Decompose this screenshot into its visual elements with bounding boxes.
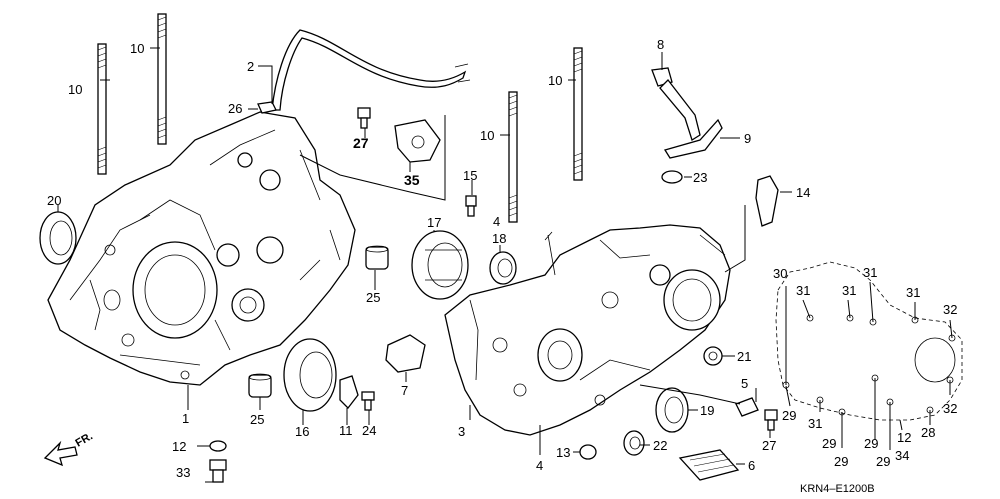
label-1: 1: [182, 411, 189, 426]
label-31-b: 31: [842, 283, 856, 298]
label-22: 22: [653, 438, 667, 453]
label-26: 26: [228, 101, 242, 116]
label-12-right: 12: [897, 430, 911, 445]
reference-numbers: 1 2 3 4 4 5 6 7 8 9 10 10 10 10 11 12 12…: [47, 37, 957, 495]
label-11: 11: [339, 423, 353, 438]
label-27-upper: 27: [353, 135, 369, 151]
bolt-15: [465, 195, 477, 217]
label-13: 13: [556, 445, 570, 460]
cover-7: [385, 334, 426, 373]
label-10-right-2: 10: [548, 73, 562, 88]
dowel-pin-25-lower: [248, 373, 272, 398]
label-18: 18: [492, 231, 506, 246]
bolt-27-upper: [357, 107, 371, 129]
label-31-c: 31: [863, 265, 877, 280]
label-29-a: 29: [782, 408, 796, 423]
label-33: 33: [176, 465, 190, 480]
washer-13: [579, 444, 597, 460]
label-27-lower: 27: [762, 438, 776, 453]
label-10-left-2: 10: [130, 41, 144, 56]
label-31-d: 31: [906, 285, 920, 300]
label-30: 30: [773, 266, 787, 281]
label-20: 20: [47, 193, 61, 208]
label-15: 15: [463, 168, 477, 183]
bracket-11: [339, 375, 359, 409]
label-32-lower: 32: [943, 401, 957, 416]
bolt-27-lower: [764, 409, 778, 431]
label-31-a: 31: [796, 283, 810, 298]
screen-6: [678, 449, 740, 481]
label-17: 17: [427, 215, 441, 230]
front-direction-arrow: FR.: [43, 430, 95, 467]
leader-lines: [57, 47, 953, 483]
label-4-lower: 4: [536, 458, 543, 473]
plate-5: [735, 397, 759, 417]
label-10-right-1: 10: [480, 128, 494, 143]
seal-18: [489, 251, 517, 285]
label-29-b: 29: [822, 436, 836, 451]
oil-seal-20: [39, 211, 77, 265]
label-29-e: 29: [876, 454, 890, 469]
dowel-pin-25-upper: [365, 245, 389, 270]
label-6: 6: [748, 458, 755, 473]
label-14: 14: [796, 185, 810, 200]
label-3: 3: [458, 424, 465, 439]
stud-bolt-left-2: [157, 13, 167, 145]
label-25-lower: 25: [250, 412, 264, 427]
stud-bolt-left-1: [97, 43, 107, 175]
front-marker-text: FR.: [74, 430, 95, 449]
label-8: 8: [657, 37, 664, 52]
label-4-upper: 4: [493, 214, 500, 229]
label-9: 9: [744, 131, 751, 146]
stud-bolt-right-2: [573, 47, 583, 181]
breather-tube: [271, 29, 471, 111]
label-34: 34: [895, 448, 909, 463]
label-25-upper: 25: [366, 290, 380, 305]
label-32-upper: 32: [943, 302, 957, 317]
seal-19: [655, 387, 689, 433]
drain-bolt-33: [209, 459, 227, 483]
bracket-8-9: [651, 67, 723, 159]
nut-23: [661, 170, 683, 184]
washer-12: [209, 440, 227, 452]
label-5: 5: [741, 376, 748, 391]
label-24: 24: [362, 423, 376, 438]
left-crankcase-half: [47, 111, 356, 386]
label-35: 35: [404, 172, 420, 188]
seal-22: [623, 430, 645, 456]
label-12-left: 12: [172, 439, 186, 454]
right-crankcase-half: [444, 224, 731, 436]
label-16: 16: [295, 424, 309, 439]
label-2: 2: [247, 59, 254, 74]
clamp-14: [755, 175, 779, 227]
stud-bolt-right-1: [508, 91, 518, 223]
label-10-left-1: 10: [68, 82, 82, 97]
label-31-e: 31: [808, 416, 822, 431]
sensor-35: [394, 119, 441, 163]
label-29-c: 29: [834, 454, 848, 469]
collar-21: [703, 346, 723, 366]
label-29-d: 29: [864, 436, 878, 451]
label-7: 7: [401, 383, 408, 398]
bolt-24: [361, 391, 375, 411]
diagram-code: KRN4–E1200B: [800, 483, 875, 495]
label-28: 28: [921, 425, 935, 440]
bearing-16: [283, 338, 337, 412]
label-23: 23: [693, 170, 707, 185]
clip-26: [257, 101, 277, 114]
bearing-17: [411, 230, 469, 300]
label-19: 19: [700, 403, 714, 418]
label-21: 21: [737, 349, 751, 364]
